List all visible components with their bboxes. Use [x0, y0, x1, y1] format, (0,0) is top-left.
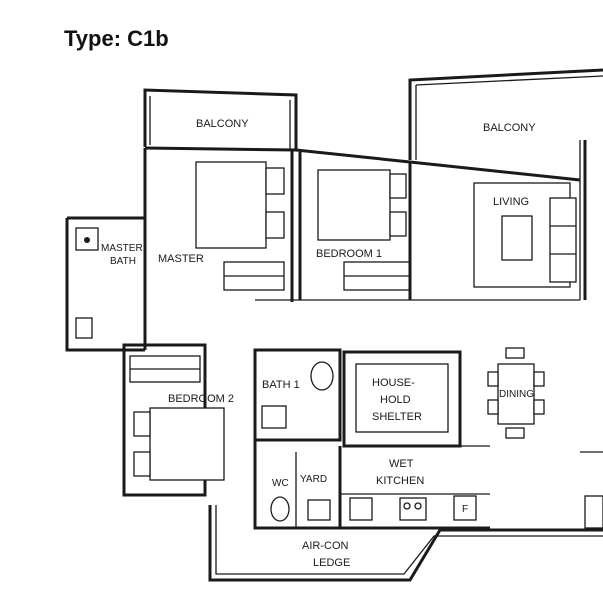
- living-room: LIVING: [473, 182, 577, 288]
- wc-yard: WC YARD: [253, 440, 340, 530]
- shelter-label-1: HOUSE-: [372, 377, 415, 389]
- aircon-ledge-label-1: AIR-CON: [302, 540, 349, 552]
- master-bath-label-2: BATH: [110, 256, 136, 267]
- bedroom-2-label: BEDROOM 2: [168, 393, 234, 405]
- shelter-label-3: SHELTER: [372, 411, 422, 423]
- fridge-label: F: [462, 504, 468, 515]
- balcony-right: BALCONY: [408, 68, 603, 160]
- bedroom-1-bed: [317, 169, 391, 241]
- dining-label: DINING: [499, 389, 534, 400]
- dining-area: DINING: [487, 347, 545, 439]
- living-label: LIVING: [493, 196, 529, 208]
- master-bath-label-1: MASTER: [101, 243, 143, 254]
- wc-label: WC: [272, 478, 289, 489]
- wet-kitchen: F WET KITCHEN: [338, 446, 490, 530]
- yard-label: YARD: [300, 474, 327, 485]
- bedroom-2-bed: [149, 407, 225, 481]
- aircon-ledge: AIR-CON LEDGE: [208, 505, 603, 582]
- bedroom-1-label: BEDROOM 1: [316, 248, 382, 260]
- bedroom-1: BEDROOM 1: [298, 152, 412, 300]
- balcony-left-label: BALCONY: [196, 118, 249, 130]
- master-bedroom: MASTER: [143, 148, 294, 350]
- floor-plan-type-title: Type: C1b: [64, 26, 169, 51]
- master-bath: MASTER BATH: [65, 216, 145, 352]
- wet-kitchen-label-2: KITCHEN: [376, 475, 424, 487]
- master-bed: [195, 161, 267, 249]
- living-table: [501, 215, 533, 261]
- bath-1-label: BATH 1: [262, 379, 300, 391]
- bedroom-2: BEDROOM 2: [122, 343, 234, 497]
- bath-1: BATH 1: [253, 348, 342, 442]
- dining-table: [497, 363, 535, 425]
- balcony-left: BALCONY: [143, 88, 298, 150]
- facade-wall: [144, 146, 581, 182]
- shelter-label-2: HOLD: [380, 394, 411, 406]
- wet-kitchen-label-1: WET: [389, 458, 414, 470]
- aircon-ledge-label-2: LEDGE: [313, 557, 350, 569]
- master-bedroom-label: MASTER: [158, 253, 204, 265]
- balcony-right-label: BALCONY: [483, 122, 536, 134]
- household-shelter: HOUSE- HOLD SHELTER: [342, 350, 462, 448]
